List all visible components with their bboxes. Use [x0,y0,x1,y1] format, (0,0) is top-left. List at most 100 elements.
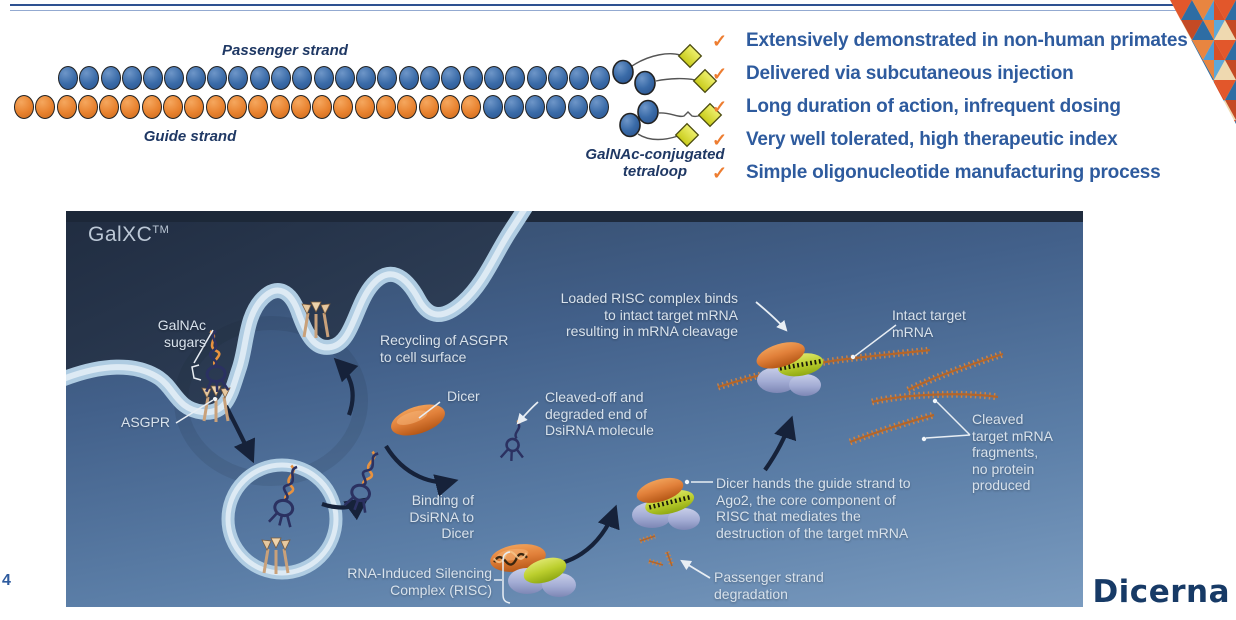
cleaved-tetraloop-icon [499,416,530,464]
dicerna-logo: Dicerna [1092,574,1230,610]
risc-mrna-complex-icon [756,342,824,396]
nucleotide-orange [269,95,290,119]
tetraloop-illustration [612,43,723,148]
passenger-strand-label: Passenger strand [222,42,348,59]
nucleotide-blue [483,66,504,90]
label-intact-mrna: Intact target mRNA [892,307,966,340]
nucleotide-blue [121,66,142,90]
nucleotide-orange [184,95,205,119]
galxc-mechanism-diagram: GalXCTM GalNAc sugars ASGPR Recycling of… [66,211,1083,607]
recycled-receptor-icon [300,300,332,340]
nucleotide-blue [505,66,526,90]
nucleotide-blue [143,66,164,90]
dicer-enzyme-icon [387,398,449,442]
pointer-dots [213,354,938,485]
nucleotide-orange [205,95,226,119]
nucleotide-blue [547,66,568,90]
galnac-diamond-icons [674,43,723,148]
nucleotide-blue [590,66,611,90]
nucleotide-orange [120,95,141,119]
nucleotide-orange [418,95,439,119]
nucleotide-blue [334,66,355,90]
label-cleaved-fragments: Cleaved target mRNA fragments, no protei… [972,411,1053,494]
benefit-text: Delivered via subcutaneous injection [746,63,1074,84]
page-number: 4 [2,572,11,589]
nucleotide-orange [312,95,333,119]
top-edge-band [66,211,1083,222]
guide-strand-row [14,95,610,119]
label-pointers [175,301,971,604]
risc-complex-icon [508,557,576,597]
label-binding: Binding of DsiRNA to Dicer [409,492,474,542]
nucleotide-blue [356,66,377,90]
label-dicer: Dicer [447,388,480,404]
nucleotide-blue [270,66,291,90]
nucleotide-orange [397,95,418,119]
nucleotide-orange [248,95,269,119]
nucleotide-blue [249,66,270,90]
benefit-item: ✓Extensively demonstrated in non-human p… [712,30,1198,52]
asgpr-receptor-icon [260,536,292,576]
nucleotide-blue [441,66,462,90]
benefit-text: Long duration of action, infrequent dosi… [746,96,1121,117]
nucleotide-orange [163,95,184,119]
loaded-risc-icon [632,477,700,530]
nucleotide-orange [35,95,56,119]
benefits-list: ✓Extensively demonstrated in non-human p… [712,30,1198,195]
nucleotide-blue [313,66,334,90]
tetraloop-end-nucleotides [612,59,659,138]
nucleotide-blue [207,66,228,90]
nucleotide-orange [56,95,77,119]
nucleotide-blue [292,66,313,90]
nucleotide-orange [376,95,397,119]
galnac-conjugate-icon [342,447,388,516]
nucleotide-blue [398,66,419,90]
benefit-item: ✓ Long duration of action, infrequent dos… [712,96,1198,118]
nucleotide-blue [589,95,610,119]
label-asgpr: ASGPR [120,414,170,430]
benefit-text: Simple oligonucleotide manufacturing pro… [746,162,1161,183]
nucleotide-orange [290,95,311,119]
check-icon: ✓ [712,31,728,51]
label-cleaved-off: Cleaved-off and degraded end of DsiRNA m… [545,389,654,439]
passenger-strand-row [58,66,612,90]
corner-mosaic-decoration [1170,0,1236,124]
nucleotide-blue [79,66,100,90]
nucleotide-blue [58,66,78,90]
galxc-watermark-text: GalXC [88,223,153,246]
extracellular-region [66,211,524,413]
label-dicer-hands: Dicer hands the guide strand to Ago2, th… [716,475,911,541]
nucleotide-blue [164,66,185,90]
label-recycling: Recycling of ASGPR to cell surface [380,332,509,365]
nucleotide-orange [141,95,162,119]
nucleotide-blue [546,95,567,119]
benefit-item: ✓ Delivered via subcutaneous injection [712,63,1198,85]
label-risc: RNA-Induced Silencing Complex (RISC) [347,565,492,598]
endosome-vesicle [221,458,343,580]
nucleotide-orange [99,95,120,119]
label-passenger-degradation: Passenger strand degradation [714,569,824,602]
process-arrows [224,357,797,568]
intact-mrna-strand [716,346,931,391]
nucleotide-blue [525,95,546,119]
nucleotide-blue [420,66,441,90]
check-icon: ✓ [712,97,728,117]
trademark-sup: TM [152,224,170,236]
check-icon: ✓ [712,64,728,84]
nucleotide-blue [526,66,547,90]
nucleotide-blue [228,66,249,90]
passenger-degradation-bits [639,533,675,568]
nucleotide-blue [100,66,121,90]
nucleotide-orange [439,95,460,119]
label-galnac-sugars: GalNAc sugars [157,317,206,350]
benefit-text: Very well tolerated, high therapeutic in… [746,129,1118,150]
nucleotide-orange [14,95,34,119]
nucleotide-blue [569,66,590,90]
nucleotide-blue [185,66,206,90]
nucleotide-orange [461,95,482,119]
header-rule [10,4,1234,11]
nucleotide-blue [503,95,524,119]
check-icon: ✓ [712,163,728,183]
nucleotide-blue [377,66,398,90]
